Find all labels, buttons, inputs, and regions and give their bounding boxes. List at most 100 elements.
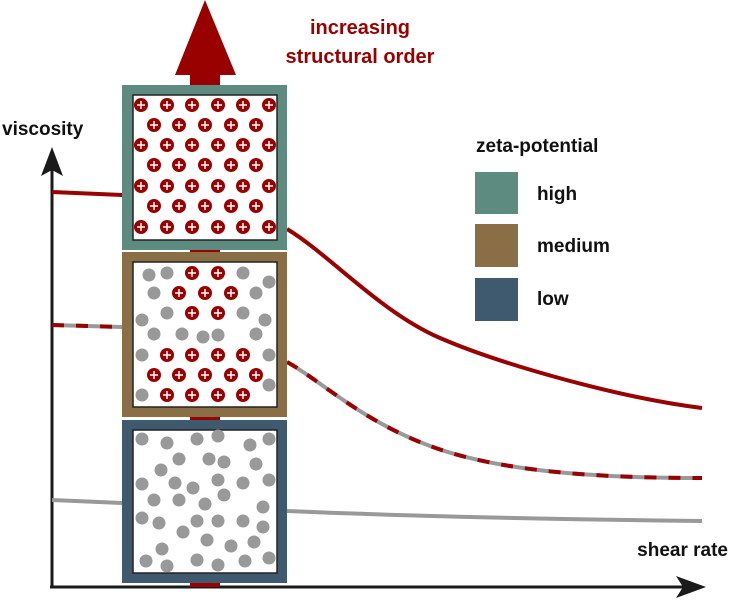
charged-particle-icon <box>185 388 199 402</box>
charged-particle-icon <box>236 388 250 402</box>
structural-order-arrow <box>175 0 236 86</box>
charged-particle-icon <box>249 368 263 382</box>
charged-particle-icon <box>134 179 148 193</box>
neutral-particle-icon <box>160 266 174 280</box>
neutral-particle-icon <box>190 514 204 528</box>
charged-particle-icon <box>185 348 199 362</box>
neutral-particle-icon <box>256 500 270 514</box>
neutral-particle-icon <box>236 306 250 320</box>
charged-particle-icon <box>249 158 263 172</box>
x-axis-arrowhead-icon <box>676 576 706 598</box>
charged-particle-icon <box>224 368 238 382</box>
legend-swatch-high <box>475 172 518 214</box>
charged-particle-icon <box>198 199 212 213</box>
neutral-particle-icon <box>135 388 149 402</box>
box-high-zeta <box>122 85 287 250</box>
neutral-particle-icon <box>160 559 174 573</box>
charged-particle-icon <box>160 98 174 112</box>
charged-particle-icon <box>211 388 225 402</box>
neutral-particle-icon <box>172 493 186 507</box>
neutral-particle-icon <box>236 514 250 528</box>
neutral-particle-icon <box>238 554 252 568</box>
neutral-particle-icon <box>262 432 276 446</box>
neutral-particle-icon <box>211 328 225 342</box>
charged-particle-icon <box>185 98 199 112</box>
neutral-particle-icon <box>200 533 214 547</box>
neutral-particle-icon <box>217 455 231 469</box>
charged-particle-icon <box>236 348 250 362</box>
x-axis-label: shear rate <box>637 540 728 561</box>
charged-particle-icon <box>262 98 276 112</box>
charged-particle-icon <box>172 368 186 382</box>
neutral-particle-icon <box>196 330 210 344</box>
neutral-particle-icon <box>249 327 263 341</box>
neutral-particle-icon <box>160 436 174 450</box>
neutral-particle-icon <box>175 327 189 341</box>
neutral-particle-icon <box>262 473 276 487</box>
charged-particle-icon <box>236 98 250 112</box>
charged-particle-icon <box>236 138 250 152</box>
charged-particle-icon <box>134 220 148 234</box>
neutral-particle-icon <box>155 542 169 556</box>
charged-particle-icon <box>134 98 148 112</box>
charged-particle-icon <box>160 220 174 234</box>
neutral-particle-icon <box>147 286 161 300</box>
charged-particle-icon <box>185 266 199 280</box>
neutral-particle-icon <box>236 266 250 280</box>
curve-low <box>51 498 703 523</box>
charged-particle-icon <box>262 220 276 234</box>
neutral-particle-icon <box>211 473 225 487</box>
box-medium-zeta <box>122 252 287 417</box>
charged-particle-icon <box>224 158 238 172</box>
charged-particle-icon <box>224 286 238 300</box>
charged-particle-icon <box>211 179 225 193</box>
neutral-particle-icon <box>147 493 161 507</box>
neutral-particle-icon <box>152 516 166 530</box>
neutral-particle-icon <box>135 432 149 446</box>
legend: zeta-potential high medium low <box>475 136 610 321</box>
charged-particle-icon <box>134 138 148 152</box>
neutral-particle-icon <box>249 286 263 300</box>
neutral-particle-icon <box>262 348 276 362</box>
neutral-particle-icon <box>262 551 276 565</box>
neutral-particle-icon <box>211 429 225 443</box>
neutral-particle-icon <box>256 520 270 534</box>
neutral-particle-icon <box>135 511 149 525</box>
neutral-particle-icon <box>147 327 161 341</box>
curve-high <box>51 190 703 410</box>
charged-particle-icon <box>211 266 225 280</box>
charged-particle-icon <box>211 348 225 362</box>
neutral-particle-icon <box>202 452 216 466</box>
neutral-particle-icon <box>243 438 257 452</box>
legend-label-medium: medium <box>537 236 610 257</box>
charged-particle-icon <box>160 179 174 193</box>
charged-particle-icon <box>172 286 186 300</box>
neutral-particle-icon <box>160 306 174 320</box>
charged-particle-icon <box>147 158 161 172</box>
curve-medium <box>51 323 703 480</box>
charged-particle-icon <box>185 220 199 234</box>
neutral-particle-icon <box>139 554 153 568</box>
legend-label-low: low <box>537 289 569 310</box>
charged-particle-icon <box>224 118 238 132</box>
charged-particle-icon <box>160 138 174 152</box>
charged-particle-icon <box>172 118 186 132</box>
charged-particle-icon <box>185 138 199 152</box>
charged-particle-icon <box>236 220 250 234</box>
neutral-particle-icon <box>211 514 225 528</box>
box-low-zeta <box>122 420 287 583</box>
legend-swatch-low <box>475 278 518 321</box>
charged-particle-icon <box>249 199 263 213</box>
neutral-particle-icon <box>135 477 149 491</box>
legend-label-high: high <box>537 184 577 205</box>
charged-particle-icon <box>185 179 199 193</box>
charged-particle-icon <box>262 138 276 152</box>
charged-particle-icon <box>185 306 199 320</box>
charged-particle-icon <box>211 138 225 152</box>
charged-particle-icon <box>160 388 174 402</box>
neutral-particle-icon <box>190 553 204 567</box>
neutral-particle-icon <box>258 313 272 327</box>
neutral-particle-icon <box>168 476 182 490</box>
title-line-2: structural order <box>286 46 435 68</box>
